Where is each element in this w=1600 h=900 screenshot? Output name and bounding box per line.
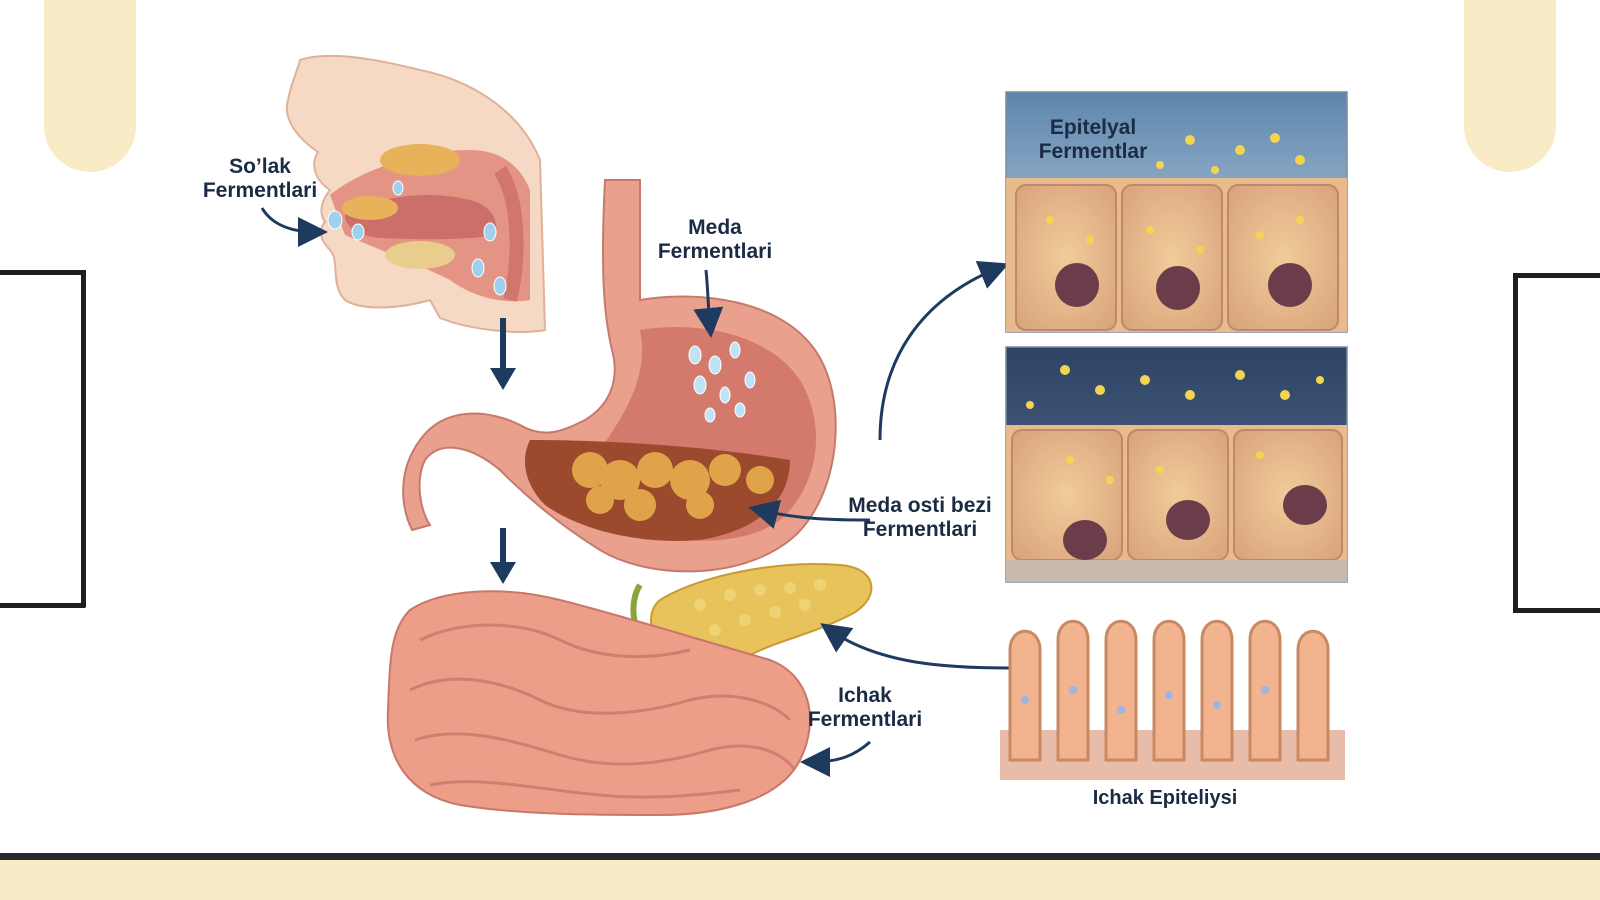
head-illustration — [285, 54, 547, 333]
stomach-illustration — [402, 179, 837, 573]
page-tab-right — [1464, 0, 1556, 172]
pointer-stomach-to-epithelium — [878, 260, 1010, 441]
page-tab-left — [44, 0, 136, 172]
pointer-ichak — [800, 740, 871, 777]
intestines-illustration — [386, 590, 811, 817]
label-ichak-epiteliysi: Ichak Epiteliysi — [1092, 787, 1238, 809]
epithelium-panel-top — [1005, 91, 1348, 333]
epithelium-panel-middle — [1005, 346, 1348, 583]
intestinal-villi-illustration — [1000, 619, 1345, 780]
pointer-solak — [260, 207, 328, 247]
pointer-meda-osti — [748, 499, 871, 529]
bottom-divider — [0, 853, 1600, 860]
frame-bracket-left — [0, 270, 86, 608]
pointer-arrows — [260, 167, 1102, 777]
bottom-band — [0, 860, 1600, 900]
frame-bracket-right — [1513, 273, 1600, 613]
flow-arrows — [490, 318, 516, 584]
pointer-epithelium-to-pancreas — [820, 623, 1011, 670]
pointer-meda — [693, 269, 724, 338]
